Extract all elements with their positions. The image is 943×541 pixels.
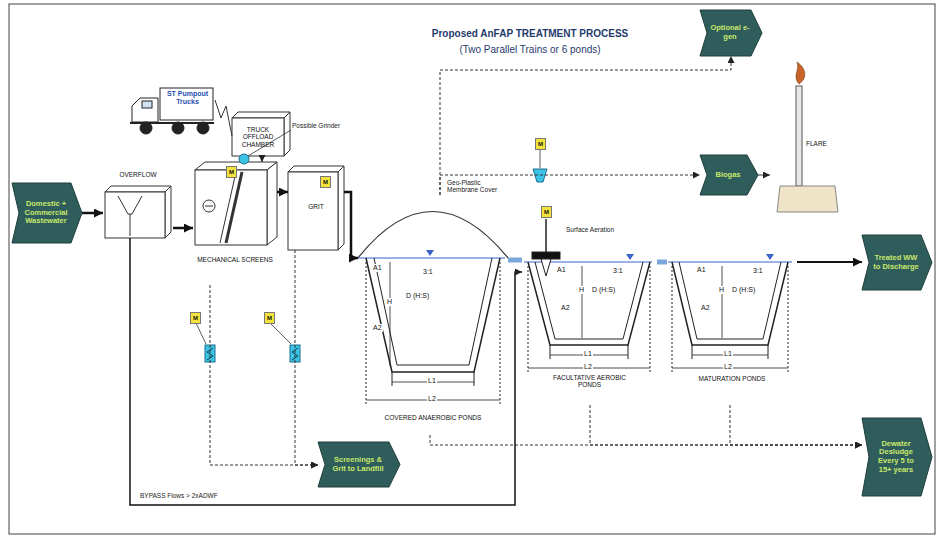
flow-connector	[82, 212, 103, 215]
process-box: GRIT	[288, 165, 344, 250]
node-text: Domestic + Commercial Wastewater	[22, 200, 70, 226]
dimension-label: A1	[696, 266, 707, 274]
flow-connector	[215, 100, 232, 136]
node-text: GRIT	[288, 203, 344, 210]
dimension-label: L1	[723, 350, 733, 358]
diagram-title: Proposed AnFAP TREATMENT PROCESS	[420, 28, 640, 39]
flow-connector	[210, 285, 318, 465]
flow-connector	[730, 405, 862, 445]
flow-arrow-box: Treated WW to Discharge	[862, 235, 932, 290]
dimension-label: A1	[556, 266, 567, 274]
flow-arrow-box: Optional e-gen	[700, 10, 762, 56]
meter-callout: M	[226, 166, 237, 178]
dimension-label: A2	[560, 304, 571, 312]
process-box: FACULTATIVE AEROBIC PONDS	[522, 245, 657, 405]
process-box: MECHANICAL SCREENS	[193, 162, 277, 285]
flow-arrow-box: Domestic + Commercial Wastewater	[12, 183, 82, 243]
flow-connector	[797, 261, 862, 263]
process-box: TRUCK OFFLOAD CHAMBER	[232, 118, 284, 156]
node-text: MECHANICAL SCREENS	[193, 256, 277, 263]
flow-connector	[590, 405, 862, 445]
flow-connector	[277, 191, 288, 194]
dimension-label: H	[578, 286, 585, 294]
dimension-label: L2	[723, 363, 733, 371]
flow-connector	[430, 435, 862, 445]
node-text: TRUCK OFFLOAD CHAMBER	[235, 126, 281, 148]
process-box: OVERFLOW	[103, 165, 173, 238]
callout-label: Surface Aeration	[566, 226, 614, 233]
dimension-label: 3:1	[612, 267, 624, 275]
dimension-label: L2	[583, 363, 593, 371]
meter-callout: M	[541, 206, 552, 218]
flow-connector	[440, 56, 731, 195]
flow-connector	[758, 175, 770, 176]
process-box: MATURATION PONDS	[667, 245, 797, 405]
flow-connector	[440, 175, 700, 195]
node-text: FLARE	[806, 140, 840, 147]
dimension-label: H	[386, 298, 393, 306]
node-text: MATURATION PONDS	[687, 375, 777, 382]
flow-connector	[173, 227, 193, 230]
flow-connector	[130, 238, 522, 505]
meter-callout: M	[535, 138, 546, 150]
node-text: Optional e-gen	[710, 24, 750, 41]
truck-symbol: ST Pumpout Trucks	[130, 84, 215, 124]
flow-connector	[262, 156, 263, 162]
node-text: Biogas	[710, 171, 746, 180]
meter-callout: M	[320, 176, 331, 188]
dimension-label: L1	[583, 350, 593, 358]
dimension-label: H	[718, 286, 725, 294]
meter-callout: M	[190, 312, 201, 324]
pipe-connector	[657, 260, 667, 265]
dimension-label: L2	[427, 395, 437, 403]
node-text: Dewater Desludge Every 5 to 15+ years	[872, 440, 920, 475]
dimension-label: D (H:S)	[405, 292, 430, 300]
meter-callout: M	[264, 312, 275, 324]
flow-connector	[295, 250, 318, 465]
flow-arrow-box: Biogas	[700, 155, 758, 195]
node-text: ST Pumpout Trucks	[162, 90, 213, 106]
dimension-label: A1	[372, 264, 383, 272]
process-box: FLARE	[770, 72, 840, 215]
node-text: Screenings & Grit to Landfill	[328, 456, 388, 473]
flow-arrow-box: Dewater Desludge Every 5 to 15+ years	[862, 418, 932, 496]
dimension-label: D (H:S)	[591, 286, 616, 294]
node-text: OVERFLOW	[103, 171, 173, 178]
dimension-label: 3:1	[752, 267, 764, 275]
dimension-label: D (H:S)	[731, 286, 756, 294]
flow-arrow-box: Screenings & Grit to Landfill	[318, 442, 400, 487]
pipe-connector	[508, 258, 522, 263]
flow-label: BYPASS Flows > 2xADWF	[140, 492, 218, 499]
node-text: Treated WW to Discharge	[872, 254, 920, 271]
dimension-label: A2	[700, 304, 711, 312]
dimension-label: 3:1	[422, 268, 434, 276]
dimension-label: A2	[372, 324, 383, 332]
flow-connector	[344, 192, 358, 258]
subtitle: (Two Parallel Trains or 6 ponds)	[420, 44, 640, 56]
node-text: COVERED ANAEROBIC PONDS	[358, 414, 508, 421]
dimension-label: L1	[427, 377, 437, 385]
node-text: FACULTATIVE AEROBIC PONDS	[544, 374, 635, 389]
callout-label: Possible Grinder	[292, 122, 340, 129]
callout-label: Geo-Plastic Membrane Cover	[447, 179, 505, 194]
